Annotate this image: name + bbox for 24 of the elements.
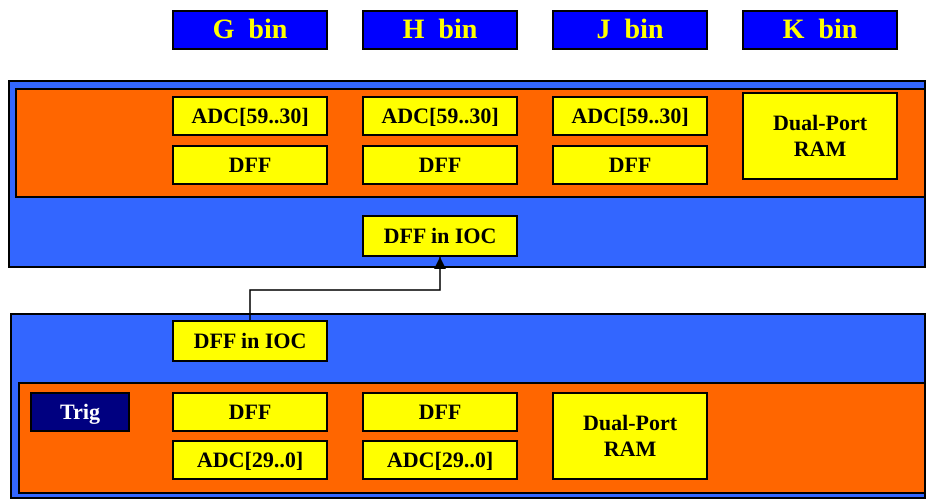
dff-block: DFF (172, 392, 328, 432)
dff-block: DFF (172, 145, 328, 185)
bin-header: K bin (742, 10, 898, 50)
adc-block: ADC[59..30] (362, 96, 518, 136)
trigger-block: Trig (30, 392, 130, 432)
adc-block: ADC[59..30] (172, 96, 328, 136)
dff-block: DFF (362, 145, 518, 185)
ram-block: Dual-Port RAM (552, 392, 708, 480)
bin-header: G bin (172, 10, 328, 50)
fpga-region (15, 88, 926, 198)
adc-block: ADC[29..0] (362, 440, 518, 480)
dff-block: DFF in IOC (362, 215, 518, 257)
fpga-region (18, 382, 926, 494)
arrow (249, 257, 446, 320)
bin-header: J bin (552, 10, 708, 50)
ram-block: Dual-Port RAM (742, 92, 898, 180)
board-panel (8, 80, 926, 268)
adc-block: ADC[59..30] (552, 96, 708, 136)
adc-block: ADC[29..0] (172, 440, 328, 480)
board-panel (10, 313, 926, 499)
dff-block: DFF (362, 392, 518, 432)
bin-header: H bin (362, 10, 518, 50)
dff-block: DFF (552, 145, 708, 185)
dff-block: DFF in IOC (172, 320, 328, 362)
